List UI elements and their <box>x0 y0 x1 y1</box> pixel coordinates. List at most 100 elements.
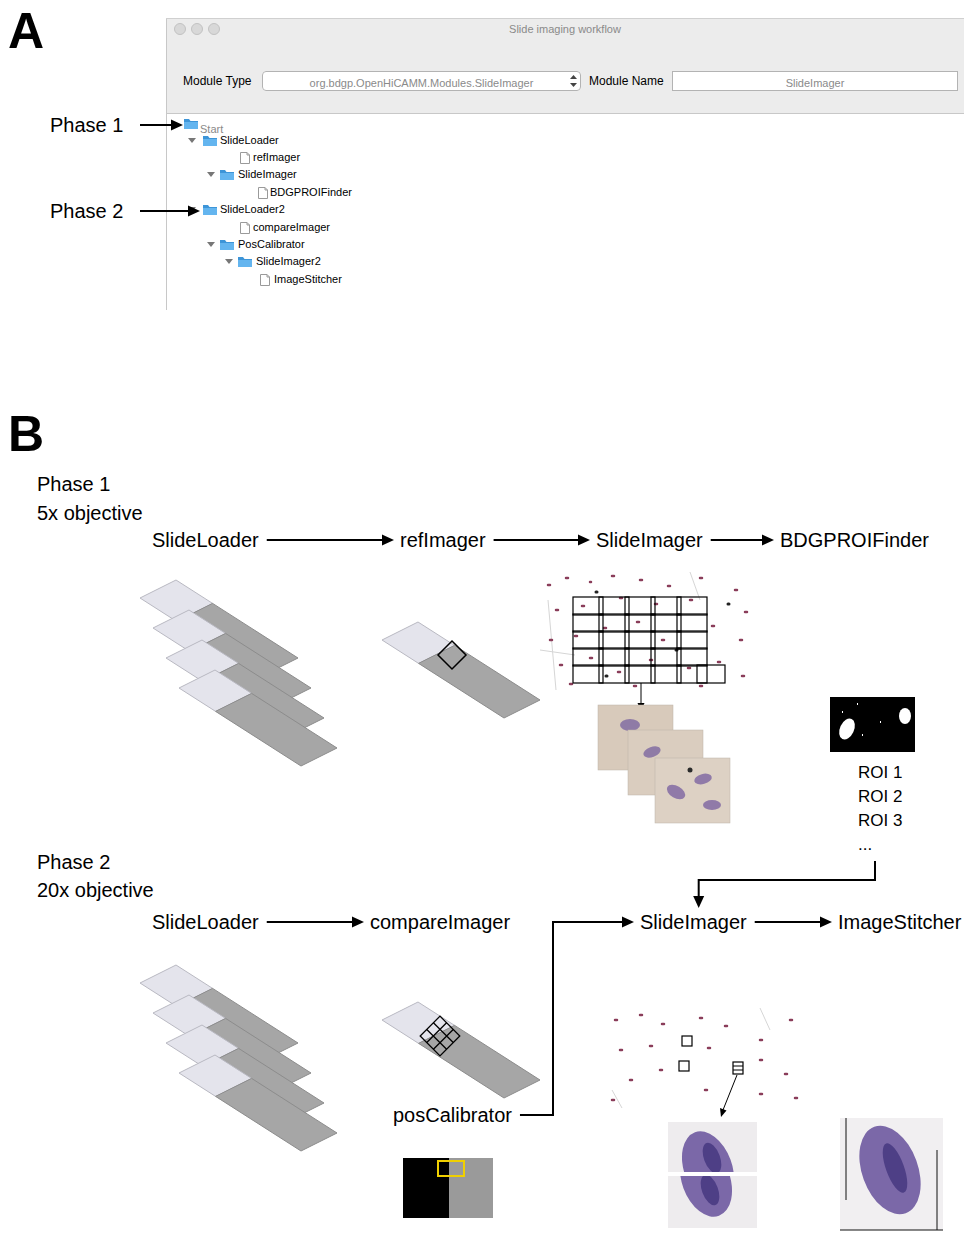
tile-photos <box>620 719 640 731</box>
connector-arrow <box>711 535 774 546</box>
calibration-image <box>438 1161 464 1176</box>
node-text: ImageStitcher <box>838 912 961 932</box>
slide-overview <box>733 1062 743 1074</box>
stitched-image <box>840 1117 943 1230</box>
tree-icons <box>241 223 250 234</box>
tree-item: SlideImager2 <box>256 256 321 267</box>
slide-overview <box>641 683 642 704</box>
stitched-image <box>878 1140 913 1195</box>
calibration-image <box>449 1158 493 1218</box>
tile-photos <box>703 800 721 810</box>
slide-overview <box>573 597 725 683</box>
window-chrome <box>209 24 220 35</box>
slide-overview <box>677 665 707 683</box>
node-text: ROI 2 <box>858 785 902 809</box>
tree-icons <box>220 240 234 250</box>
node-text: refImager <box>400 530 486 550</box>
field-label: Module Name <box>589 75 664 87</box>
stitched-image <box>848 1118 932 1223</box>
slide-overview <box>697 665 725 683</box>
slide-overview <box>677 631 707 649</box>
tree-icons <box>207 242 215 247</box>
field-label: Module Type <box>183 75 252 87</box>
workflow-step: compareImager <box>370 912 510 932</box>
tree-icons <box>203 136 217 146</box>
node-text: SlideLoader <box>152 912 259 932</box>
embryo-tiles <box>699 1140 725 1172</box>
window-chrome <box>175 24 186 35</box>
tile-photos <box>655 758 730 823</box>
window-chrome <box>672 71 958 91</box>
slide-stack <box>140 965 337 1151</box>
connector-line <box>520 922 622 1115</box>
tree-icons <box>220 170 234 180</box>
reference-slide <box>438 641 466 669</box>
slide-overview <box>596 592 729 676</box>
tile-photos <box>693 772 713 786</box>
slide-overview <box>540 572 752 690</box>
slide-overview <box>605 1008 805 1108</box>
connector-line <box>699 861 875 896</box>
slide-overview <box>605 1008 805 1117</box>
embryo-tiles <box>670 1176 741 1224</box>
window-chrome <box>166 18 964 310</box>
phase-pointer <box>140 120 200 217</box>
node-text: SlideImager <box>673 77 957 90</box>
arrow-head <box>578 535 590 546</box>
node-text: SlideImager <box>640 912 747 932</box>
slide-stack <box>140 580 337 766</box>
phase-pointer <box>140 124 172 126</box>
slide-stack <box>179 1055 337 1151</box>
slide-overview <box>733 1066 743 1070</box>
slide-overview <box>612 1015 797 1100</box>
arrow-head <box>622 917 634 928</box>
workflow-step: SlideImager <box>640 912 747 932</box>
workflow-step: posCalibrator <box>393 1105 512 1125</box>
window-chrome <box>262 71 581 91</box>
tree-icons <box>261 275 270 286</box>
node-text: posCalibrator <box>393 1105 512 1125</box>
roi-list: ROI 1ROI 2ROI 3... <box>858 761 902 857</box>
window-title: Slide imaging workflow <box>166 23 964 36</box>
window-chrome <box>166 18 964 113</box>
arrow-head <box>762 535 774 546</box>
tree-icons <box>184 119 198 129</box>
tree-item: SlideLoader2 <box>220 204 285 215</box>
tree-icons <box>207 172 215 177</box>
arrow-head <box>820 917 832 928</box>
tree-item: BDGPROIFinder <box>270 187 352 198</box>
slide-overview <box>723 1075 737 1110</box>
embryo-tiles <box>668 1122 757 1228</box>
connector-line <box>494 539 578 541</box>
arrow-head <box>352 917 364 928</box>
stitched-image <box>840 1118 943 1230</box>
connector-arrow <box>267 917 364 928</box>
slide-overview <box>682 1036 692 1046</box>
slide-overview <box>679 1036 743 1074</box>
tree-item: ImageStitcher <box>274 274 342 285</box>
stitched-image <box>840 1118 943 1230</box>
connector-arrow <box>267 535 394 546</box>
roi-mask <box>899 708 911 724</box>
window-chrome <box>166 18 964 19</box>
workflow-step: BDGPROIFinder <box>780 530 929 550</box>
tree-icons <box>225 259 233 264</box>
slide-overview <box>677 614 707 632</box>
module-name-field: SlideImager <box>672 71 958 91</box>
phase-label: Phase 1 <box>50 115 123 135</box>
tile-photos <box>598 705 730 823</box>
comparison-slide <box>420 1016 460 1056</box>
reference-slide <box>382 622 540 718</box>
module-type-dropdown: org.bdgp.OpenHiCAMM.Modules.SlideImager <box>262 71 581 91</box>
comparison-slide <box>420 1016 460 1056</box>
slide-overview <box>677 648 707 666</box>
roi-mask <box>830 697 915 752</box>
node-text: ... <box>858 833 902 857</box>
slide-overview <box>540 572 752 711</box>
window-chrome <box>166 18 167 310</box>
objective-label: 5x objective <box>37 503 143 523</box>
embryo-tiles <box>672 1124 743 1172</box>
connector-line <box>267 921 352 923</box>
connector-arrow <box>693 861 875 908</box>
tree-item: PosCalibrator <box>238 239 305 250</box>
